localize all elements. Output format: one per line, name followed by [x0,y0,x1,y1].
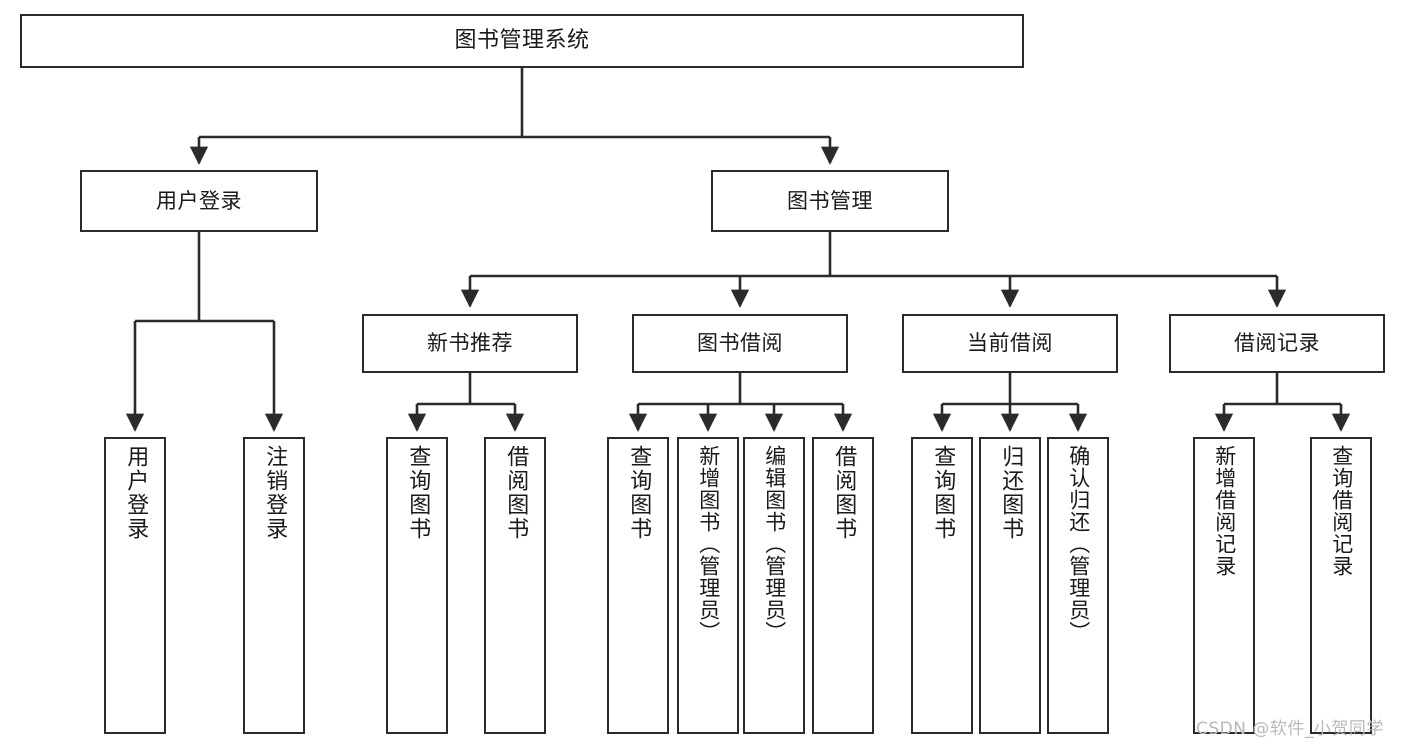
node-label: 借阅图书 [831,445,857,541]
leaf-add-book-admin[interactable]: 新增图书（管理员） [677,437,739,734]
node-label: 图书管理系统 [454,28,590,54]
node-label: 查询图书 [626,445,652,541]
node-label: 新增图书（管理员） [696,445,721,643]
node-label: 查询借阅记录 [1329,445,1354,577]
leaf-query-borrow-record[interactable]: 查询借阅记录 [1310,437,1372,734]
node-current-borrow[interactable]: 当前借阅 [902,314,1118,373]
node-new-book-recommend[interactable]: 新书推荐 [362,314,578,373]
node-label: 查询图书 [930,445,956,541]
node-label: 当前借阅 [967,331,1053,356]
node-label: 确认归还（管理员） [1066,445,1091,643]
node-label: 查询图书 [405,445,431,541]
node-label: 借阅记录 [1234,331,1320,356]
node-borrow-record[interactable]: 借阅记录 [1169,314,1385,373]
node-label: 图书管理 [787,188,873,213]
leaf-borrow-book-recommend[interactable]: 借阅图书 [484,437,546,734]
node-label: 用户登录 [123,445,149,541]
node-label: 注销登录 [262,445,288,541]
node-book-management[interactable]: 图书管理 [711,170,949,232]
csdn-watermark: CSDN @软件_小贺同学 [1196,714,1384,739]
node-user-login[interactable]: 用户登录 [80,170,318,232]
node-label: 归还图书 [998,445,1024,541]
node-label: 编辑图书（管理员） [762,445,787,643]
leaf-confirm-return-admin[interactable]: 确认归还（管理员） [1047,437,1109,734]
node-label: 图书借阅 [697,331,783,356]
node-root-book-management-system[interactable]: 图书管理系统 [20,14,1024,68]
leaf-logout-login[interactable]: 注销登录 [243,437,305,734]
leaf-return-book[interactable]: 归还图书 [979,437,1041,734]
leaf-edit-book-admin[interactable]: 编辑图书（管理员） [743,437,805,734]
node-label: 新增借阅记录 [1212,445,1237,577]
node-book-borrow[interactable]: 图书借阅 [632,314,848,373]
leaf-query-book-current[interactable]: 查询图书 [911,437,973,734]
leaf-query-book-borrow[interactable]: 查询图书 [607,437,669,734]
node-label: 借阅图书 [503,445,529,541]
leaf-user-login[interactable]: 用户登录 [104,437,166,734]
leaf-query-book-recommend[interactable]: 查询图书 [386,437,448,734]
leaf-add-borrow-record[interactable]: 新增借阅记录 [1193,437,1255,734]
leaf-borrow-book-borrow[interactable]: 借阅图书 [812,437,874,734]
node-label: 新书推荐 [427,331,513,356]
node-label: 用户登录 [156,188,242,213]
watermark-text: CSDN @软件_小贺同学 [1196,719,1384,739]
